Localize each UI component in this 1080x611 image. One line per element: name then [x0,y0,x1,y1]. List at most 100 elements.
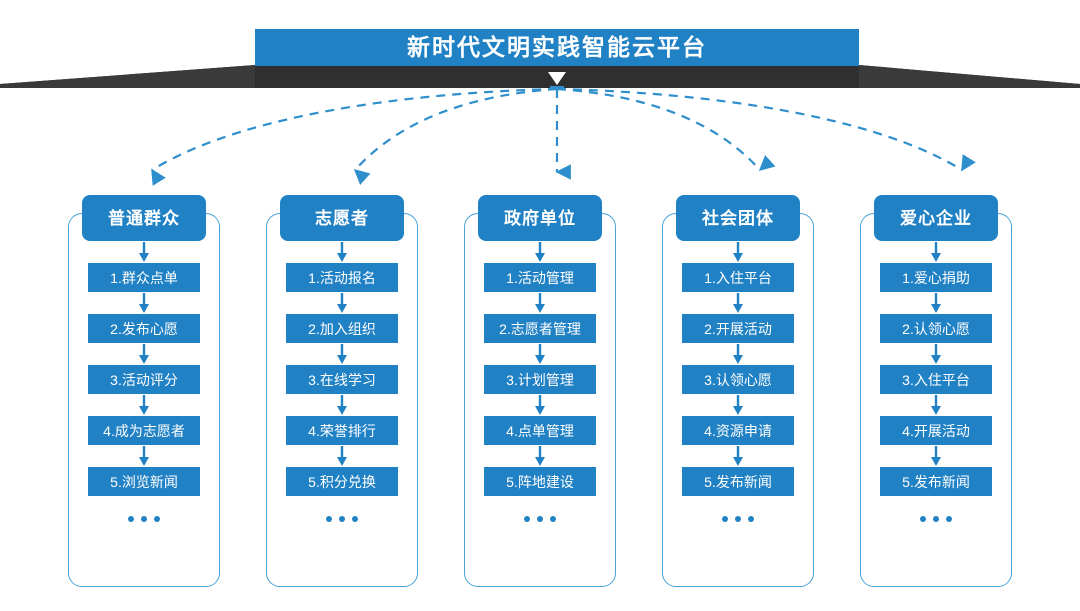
role-step-item[interactable]: 2.加入组织 [286,314,398,343]
role-step-more-ellipsis [128,514,160,524]
flow-arrow-down-icon [535,344,545,364]
role-step-label: 5.浏览新闻 [110,473,178,490]
role-step-label: 5.阵地建设 [506,473,574,490]
flow-arrow-down-icon [733,242,743,262]
role-step-label: 3.在线学习 [308,371,376,388]
flow-arrow-down-icon [733,446,743,466]
role-step-label: 1.活动报名 [308,269,376,286]
flow-arrow-down-icon [139,344,149,364]
flow-arrow-down-icon [931,344,941,364]
role-step-label: 5.发布新闻 [704,473,772,490]
role-column-header[interactable]: 志愿者 [280,195,404,241]
role-step-item[interactable]: 5.浏览新闻 [88,467,200,496]
connector-to-column-5 [556,87,976,172]
flow-arrow-down-icon [337,242,347,262]
flow-arrow-down-icon [139,242,149,262]
flow-arrow-down-icon [733,344,743,364]
connector-to-column-2 [353,87,558,185]
banner-ribbon-shadow [0,65,1080,88]
role-step-label: 2.开展活动 [704,320,772,337]
flow-arrow-down-icon [733,293,743,313]
role-step-list: 1.活动管理 2.志愿者管理 3.计划管理 4.点单管理 5.阵地建设 [456,241,624,524]
role-step-item[interactable]: 4.成为志愿者 [88,416,200,445]
role-step-label: 4.成为志愿者 [103,422,185,439]
flow-arrow-down-icon [139,293,149,313]
role-step-item[interactable]: 3.在线学习 [286,365,398,394]
flow-arrow-down-icon [535,395,545,415]
role-step-more-ellipsis [722,514,754,524]
role-step-label: 4.点单管理 [506,422,574,439]
role-step-item[interactable]: 1.入住平台 [682,263,794,292]
role-column-header[interactable]: 政府单位 [478,195,602,241]
role-columns: 普通群众 1.群众点单 2.发布心愿 3.活动评分 4.成为志愿者 5.浏览新闻 志愿者 1.… [0,195,1080,595]
role-step-item[interactable]: 3.入住平台 [880,365,992,394]
role-step-item[interactable]: 1.活动报名 [286,263,398,292]
role-step-label: 1.活动管理 [506,269,574,286]
role-step-item[interactable]: 4.荣誉排行 [286,416,398,445]
flow-arrow-down-icon [931,446,941,466]
role-step-item[interactable]: 4.点单管理 [484,416,596,445]
role-step-item[interactable]: 5.积分兑换 [286,467,398,496]
flow-arrow-down-icon [337,446,347,466]
role-step-label: 2.志愿者管理 [499,320,581,337]
role-step-label: 3.计划管理 [506,371,574,388]
role-column-header-label: 爱心企业 [900,208,972,228]
role-step-item[interactable]: 2.认领心愿 [880,314,992,343]
page-title: 新时代文明实践智能云平台 [407,34,707,60]
role-column-header-label: 普通群众 [108,208,180,228]
role-step-list: 1.爱心捐助 2.认领心愿 3.入住平台 4.开展活动 5.发布新闻 [852,241,1020,524]
role-step-item[interactable]: 5.阵地建设 [484,467,596,496]
role-step-label: 4.开展活动 [902,422,970,439]
platform-title-banner: 新时代文明实践智能云平台 [0,0,1080,95]
flow-arrow-down-icon [337,344,347,364]
role-column-header[interactable]: 普通群众 [82,195,206,241]
role-step-label: 5.积分兑换 [308,473,376,490]
role-column-header[interactable]: 爱心企业 [874,195,998,241]
role-step-item[interactable]: 3.计划管理 [484,365,596,394]
flow-arrow-down-icon [139,395,149,415]
role-step-label: 4.荣誉排行 [308,422,376,439]
role-step-item[interactable]: 2.志愿者管理 [484,314,596,343]
role-step-item[interactable]: 1.群众点单 [88,263,200,292]
banner-chevron-down-icon [548,72,566,85]
role-step-more-ellipsis [524,514,556,524]
role-column: 普通群众 1.群众点单 2.发布心愿 3.活动评分 4.成为志愿者 5.浏览新闻 [60,195,228,593]
role-step-label: 2.加入组织 [308,320,376,337]
role-column: 志愿者 1.活动报名 2.加入组织 3.在线学习 4.荣誉排行 5.积分兑换 [258,195,426,593]
connector-to-column-4 [556,87,776,172]
role-step-label: 3.活动评分 [110,371,178,388]
role-step-label: 2.发布心愿 [110,320,178,337]
role-step-item[interactable]: 5.发布新闻 [880,467,992,496]
role-step-more-ellipsis [326,514,358,524]
flow-arrow-down-icon [535,293,545,313]
role-column-header-label: 社会团体 [702,208,774,228]
flow-arrow-down-icon [337,395,347,415]
role-column-header-label: 志愿者 [315,208,369,228]
flow-arrow-down-icon [535,242,545,262]
role-step-list: 1.活动报名 2.加入组织 3.在线学习 4.荣誉排行 5.积分兑换 [258,241,426,524]
flow-arrow-down-icon [139,446,149,466]
role-step-item[interactable]: 3.活动评分 [88,365,200,394]
role-column-header-label: 政府单位 [504,208,576,228]
role-step-item[interactable]: 1.爱心捐助 [880,263,992,292]
role-step-item[interactable]: 3.认领心愿 [682,365,794,394]
role-column: 爱心企业 1.爱心捐助 2.认领心愿 3.入住平台 4.开展活动 5.发布新闻 [852,195,1020,593]
flow-arrow-down-icon [535,446,545,466]
role-column: 政府单位 1.活动管理 2.志愿者管理 3.计划管理 4.点单管理 5.阵地建设 [456,195,624,593]
role-step-item[interactable]: 2.开展活动 [682,314,794,343]
flow-arrow-down-icon [931,395,941,415]
role-step-item[interactable]: 2.发布心愿 [88,314,200,343]
role-step-label: 3.认领心愿 [704,371,772,388]
flow-arrow-down-icon [337,293,347,313]
role-step-item[interactable]: 4.资源申请 [682,416,794,445]
role-step-item[interactable]: 5.发布新闻 [682,467,794,496]
role-step-item[interactable]: 4.开展活动 [880,416,992,445]
role-step-label: 5.发布新闻 [902,473,970,490]
role-column-header[interactable]: 社会团体 [676,195,800,241]
role-column: 社会团体 1.入住平台 2.开展活动 3.认领心愿 4.资源申请 5.发布新闻 [654,195,822,593]
role-step-more-ellipsis [920,514,952,524]
role-step-item[interactable]: 1.活动管理 [484,263,596,292]
flow-arrow-down-icon [931,242,941,262]
role-step-label: 3.入住平台 [902,371,970,388]
role-step-list: 1.群众点单 2.发布心愿 3.活动评分 4.成为志愿者 5.浏览新闻 [60,241,228,524]
